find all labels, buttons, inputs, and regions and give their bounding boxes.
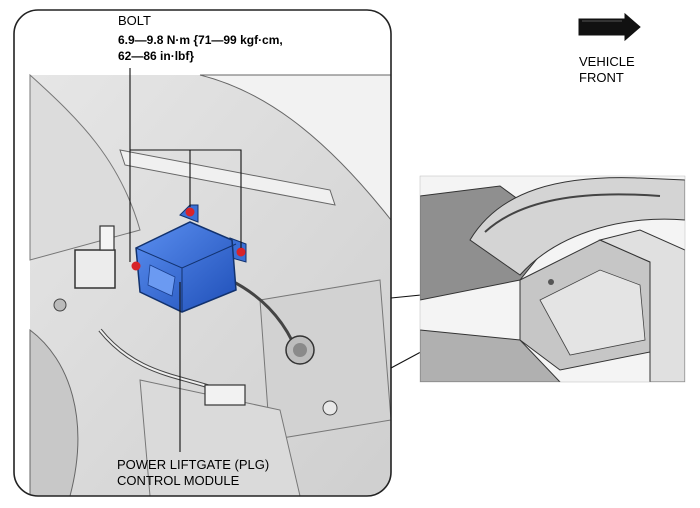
overview-frame [419,175,686,383]
module-label-line1: POWER LIFTGATE (PLG) [117,457,270,472]
bolt-marker [236,247,246,257]
vehicle-overview [420,176,685,382]
bolt-leader-lines [129,68,242,262]
module-label-line2: CONTROL MODULE [117,473,240,488]
bolt-torque-spec-line2: 62—86 in·lbf} [118,49,195,63]
bolt-torque-spec-line1: 6.9—9.8 N·m {71—99 kgf·cm, [118,33,283,47]
arrow-right-icon [578,12,641,42]
bolt-label: BOLT [118,13,151,28]
bolt-marker [131,261,141,271]
vehicle-front-label-line2: FRONT [579,70,624,85]
bolt-marker [185,207,195,217]
detail-view [14,10,391,496]
detail-panel-frame [13,9,392,497]
vehicle-front-label-line1: VEHICLE [579,54,635,69]
